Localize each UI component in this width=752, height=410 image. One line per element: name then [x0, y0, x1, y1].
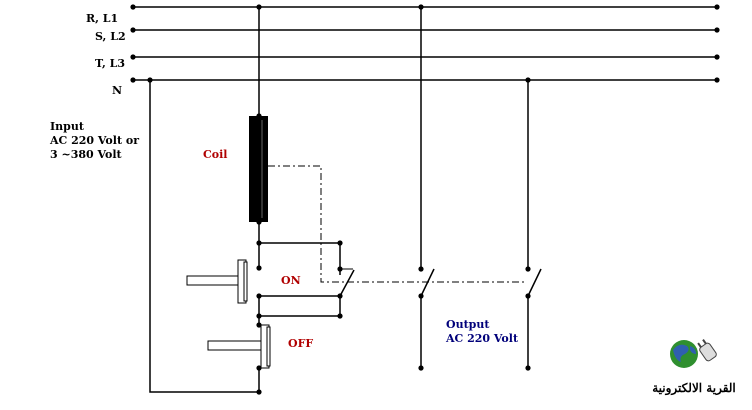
coil-body [249, 116, 268, 222]
mechanical-linkage [268, 165, 527, 283]
label-l2: S, L2 [95, 30, 126, 43]
off-push-button[interactable] [207, 324, 271, 369]
output-line2: AC 220 Volt [445, 332, 519, 345]
input-line2: AC 220 Volt or [49, 134, 139, 147]
junction-dots [147, 4, 343, 395]
output-line1: Output [446, 318, 490, 331]
label-l1: R, L1 [86, 12, 118, 25]
on-label: ON [281, 274, 301, 287]
output-wiring [420, 7, 542, 368]
bus-lines [132, 6, 718, 81]
output-dots [418, 4, 531, 371]
off-label: OFF [288, 337, 313, 350]
on-push-button[interactable] [186, 259, 248, 304]
logo-text: القرية الالكترونية [652, 381, 736, 396]
label-neutral: N [112, 84, 122, 97]
bus-end-dots [130, 4, 720, 83]
logo: القرية الالكترونية [652, 339, 736, 396]
input-line1: Input [50, 120, 85, 133]
plug-icon [697, 339, 717, 362]
control-wiring [149, 7, 341, 393]
label-l3: T, L3 [95, 57, 125, 70]
input-line3: 3 ~380 Volt [50, 148, 123, 161]
coil-label: Coil [203, 148, 227, 161]
